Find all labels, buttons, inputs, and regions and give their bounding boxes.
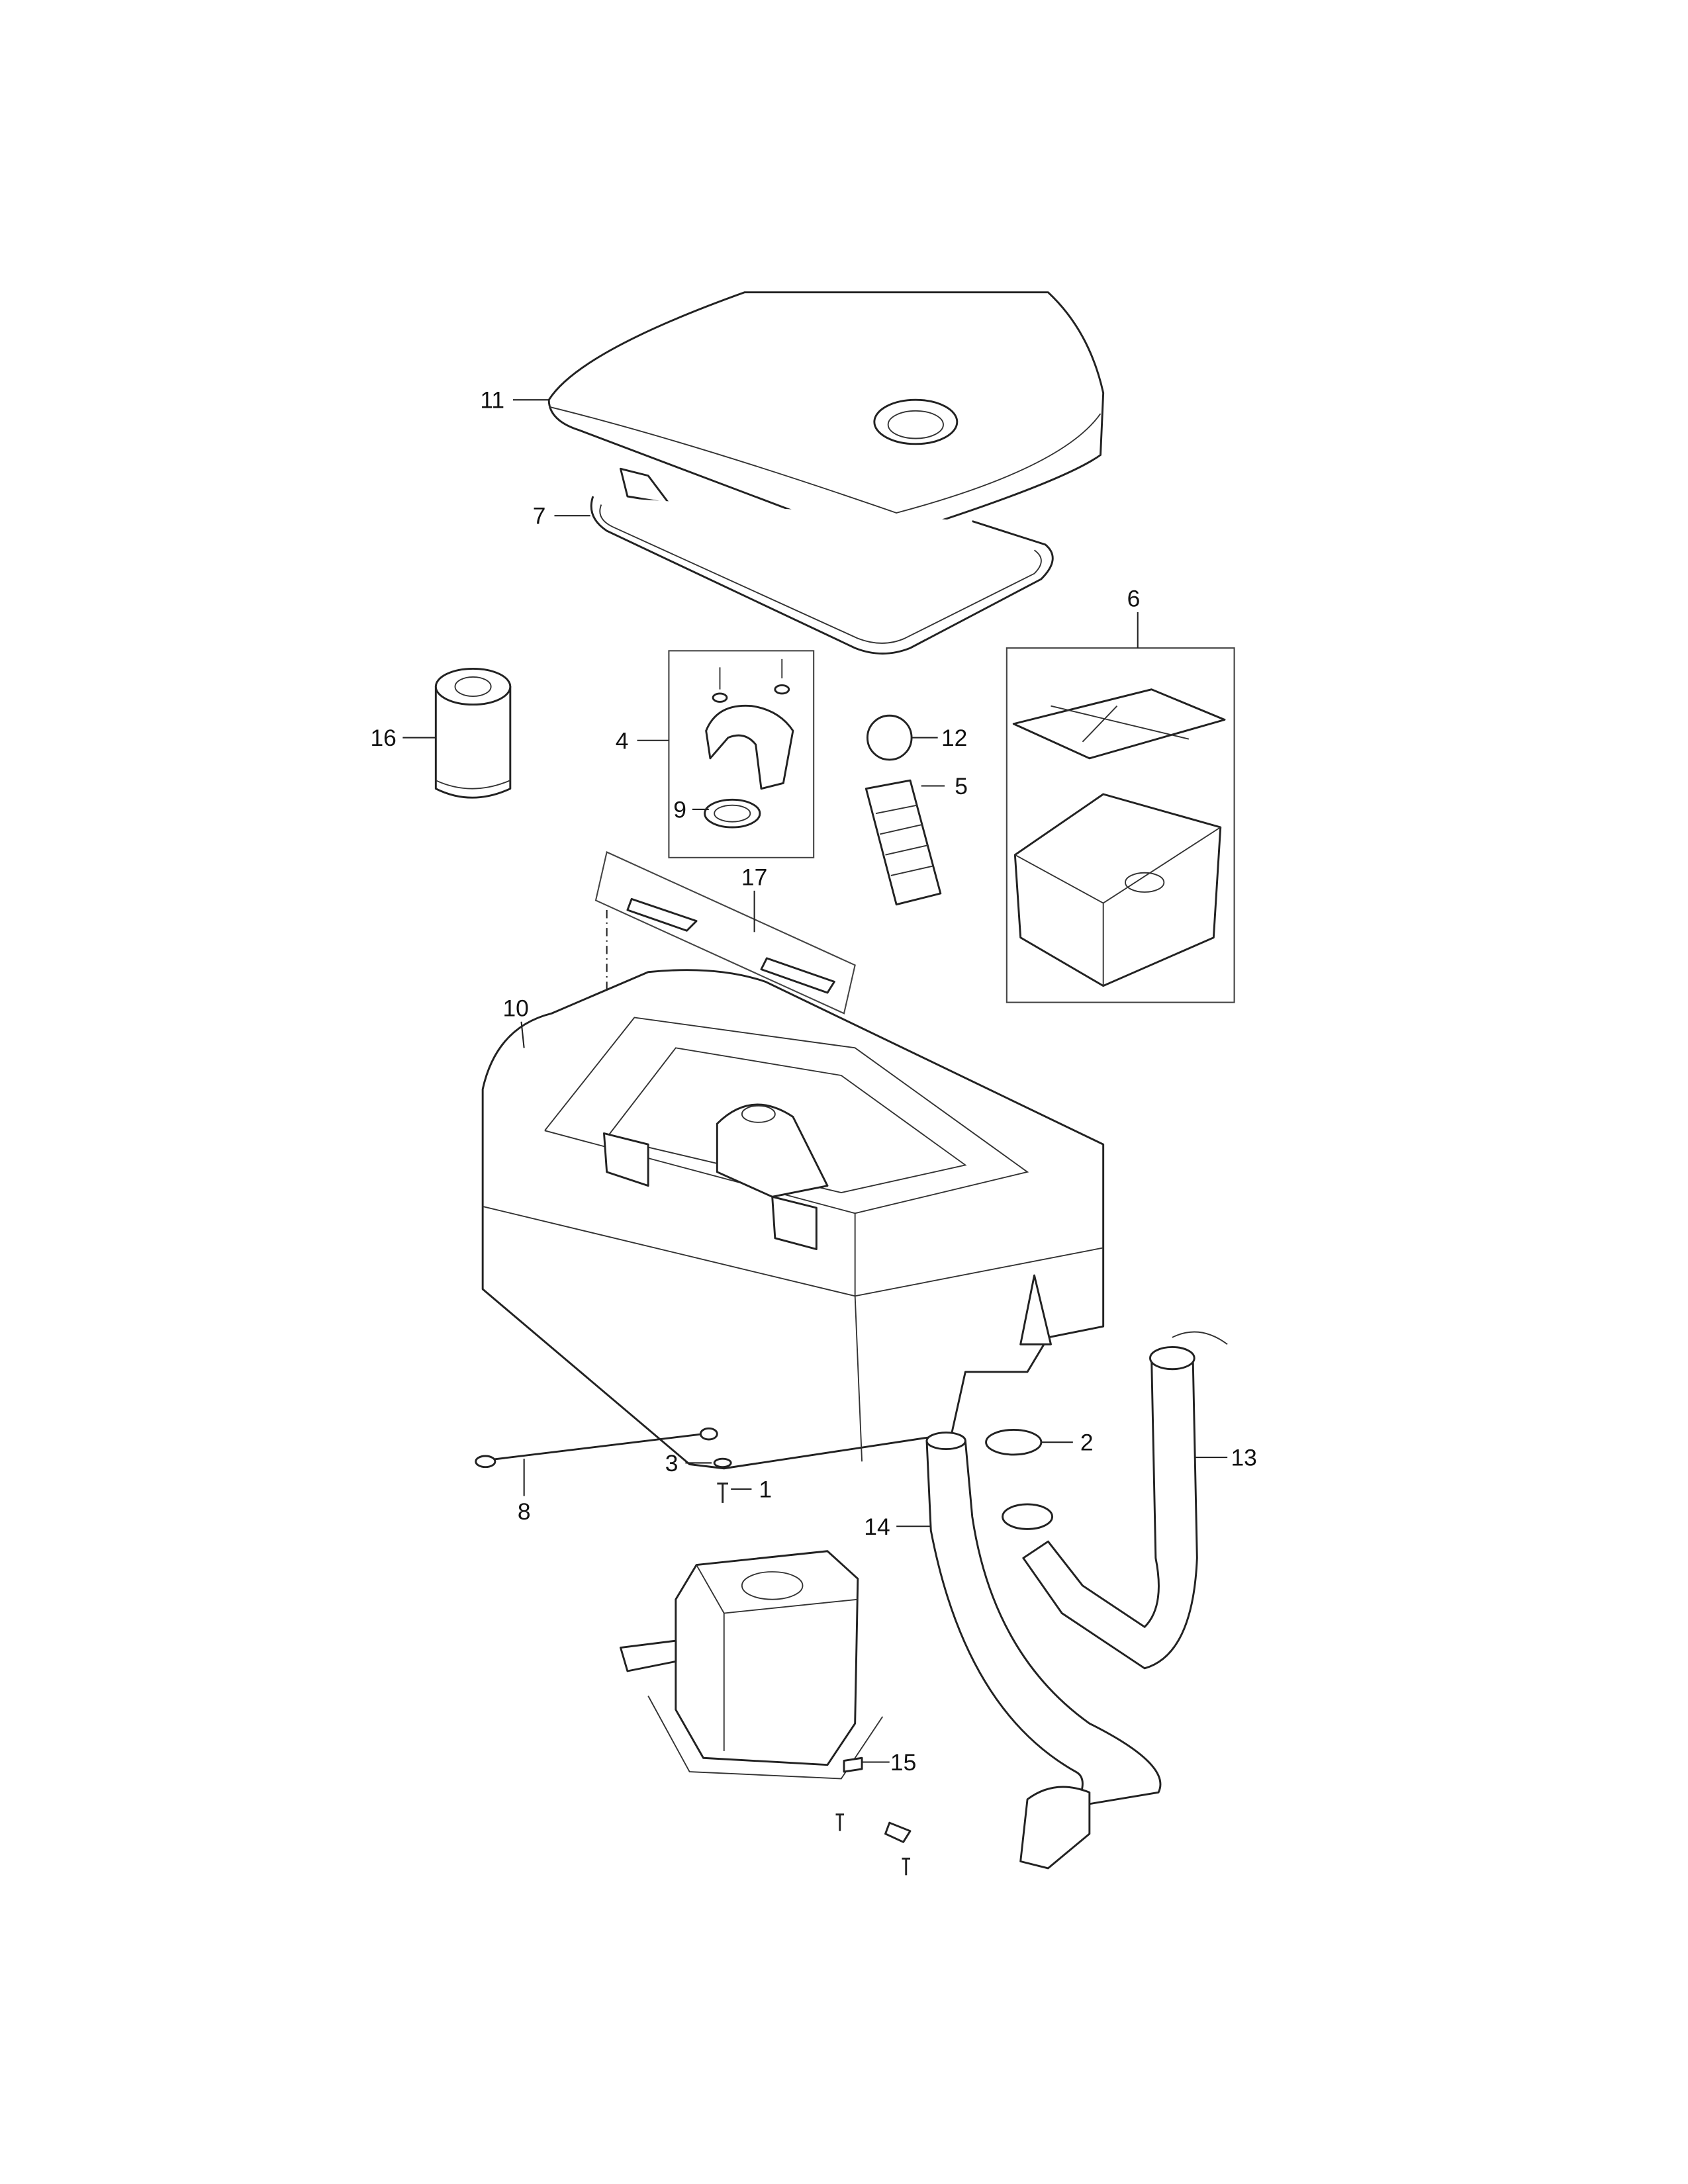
part-6-filter-box [1006, 647, 1235, 1003]
part-17-bracket-kit [594, 851, 856, 1145]
callout-14: 14 [864, 1514, 890, 1540]
part-8-cable [475, 1427, 718, 1469]
part-14-hose [925, 1432, 1162, 1870]
leader-lines [402, 399, 1228, 1763]
callout-12: 12 [941, 725, 967, 751]
callout-8: 8 [518, 1498, 531, 1525]
callout-11: 11 [480, 387, 504, 414]
part-4-outlet-assembly [668, 650, 815, 858]
callout-9: 9 [673, 796, 686, 823]
callout-16: 16 [370, 725, 396, 751]
callout-5: 5 [955, 773, 968, 799]
part-2-hose-clamp [985, 1428, 1043, 1456]
callout-17: 17 [741, 864, 767, 891]
callout-2: 2 [1080, 1430, 1094, 1456]
callout-13: 13 [1231, 1445, 1256, 1471]
callout-6: 6 [1127, 586, 1141, 612]
part-16-filter-cartridge [434, 667, 512, 799]
part-15-clips [835, 1756, 912, 1876]
part-12-float-ball [866, 714, 913, 761]
part-3-washer [713, 1457, 732, 1469]
part-1-screw [717, 1482, 728, 1503]
part-7-gasket [590, 496, 1054, 655]
part-13-hose [1002, 1331, 1228, 1670]
callout-7: 7 [533, 503, 546, 529]
callout-3: 3 [665, 1450, 679, 1477]
part-5-strainer [865, 779, 942, 906]
callout-15: 15 [890, 1749, 916, 1776]
pump-base [620, 1550, 884, 1780]
callout-1: 1 [759, 1477, 772, 1503]
callout-10: 10 [502, 995, 528, 1021]
part-10-tank [481, 969, 1105, 1470]
callout-4: 4 [616, 727, 629, 754]
